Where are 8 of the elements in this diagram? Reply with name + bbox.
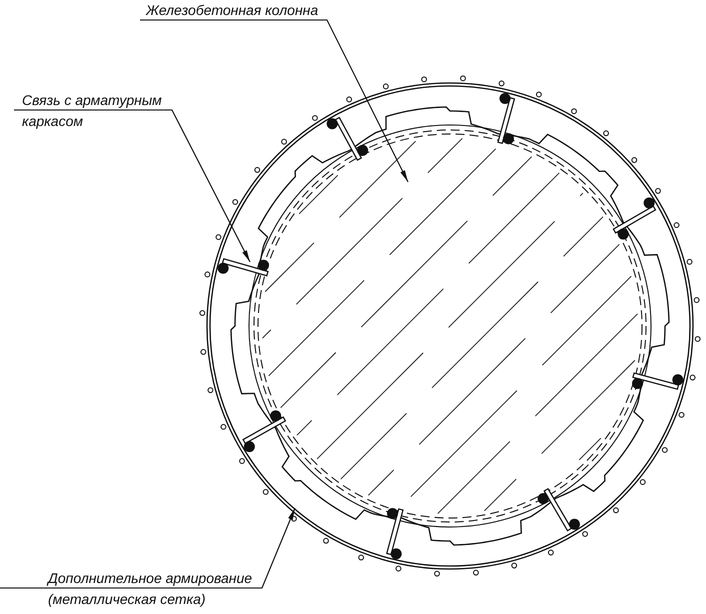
leader-line [0, 508, 296, 589]
callout-label: Связь с арматурным каркасом [14, 90, 174, 132]
callout-label: Железобетонная колонна [140, 0, 327, 21]
leader-line [140, 19, 408, 182]
connector-bar [218, 258, 270, 276]
leader-line [14, 109, 250, 262]
callout-label: Дополнительное армирование (металлическая сетка) [0, 568, 262, 610]
mesh-ring [199, 75, 701, 577]
